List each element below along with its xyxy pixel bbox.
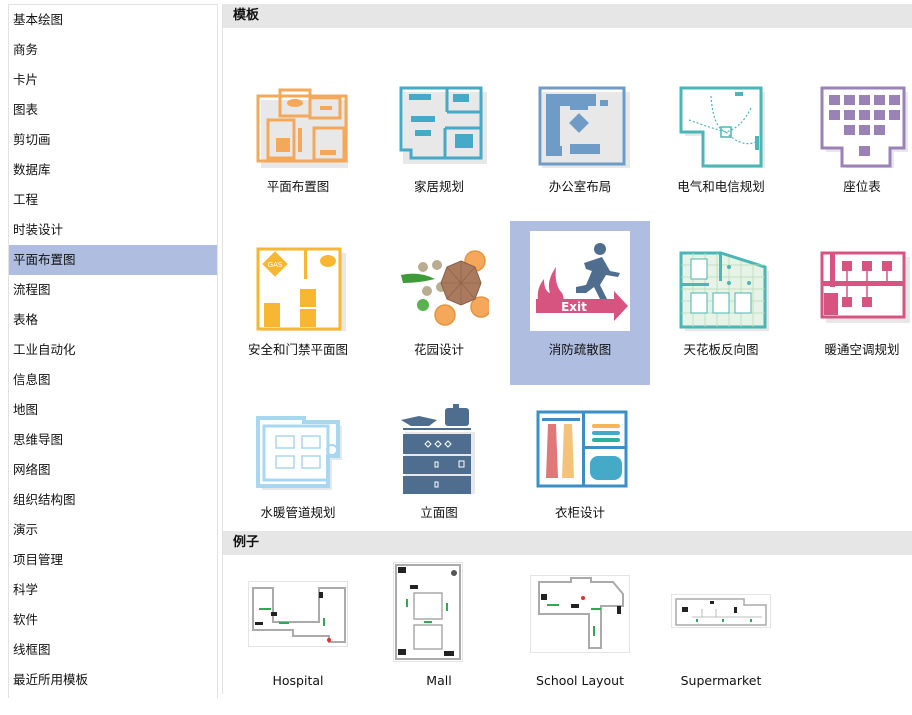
example-label: Mall <box>426 673 452 688</box>
example-school-layout[interactable]: School Layout <box>510 555 650 695</box>
fire-evacuation-icon: Exit <box>530 231 630 331</box>
example-label: School Layout <box>536 673 624 688</box>
sidebar-item-clipart[interactable]: 剪切画 <box>13 132 51 147</box>
sidebar-item-science[interactable]: 科学 <box>13 582 39 597</box>
exit-text: Exit <box>561 300 587 314</box>
elevation-icon <box>389 394 489 494</box>
template-garden-design[interactable]: 花园设计 <box>369 221 509 385</box>
template-security-access[interactable]: GAS 安全和门禁平面图 <box>228 221 368 385</box>
mall-thumbnail <box>393 562 463 662</box>
sidebar-item-fashion-design[interactable]: 时装设计 <box>13 222 64 237</box>
office-layout-icon <box>530 68 630 168</box>
template-label: 暖通空调规划 <box>824 342 900 357</box>
sidebar-item-recent-templates[interactable]: 最近所用模板 <box>13 672 89 687</box>
example-label: Supermarket <box>680 673 762 688</box>
reflected-ceiling-icon <box>671 231 771 331</box>
template-label: 水暖管道规划 <box>260 505 336 520</box>
template-floor-plan[interactable]: 平面布置图 <box>228 58 368 222</box>
wardrobe-design-icon <box>530 394 630 494</box>
template-label: 天花板反向图 <box>683 342 759 357</box>
hvac-plan-icon <box>812 231 912 331</box>
sidebar-item-industrial-automation[interactable]: 工业自动化 <box>13 342 76 357</box>
sidebar-item-map[interactable]: 地图 <box>13 402 39 417</box>
floor-plan-icon <box>248 68 348 168</box>
template-wardrobe-design[interactable]: 衣柜设计 <box>510 384 650 548</box>
sidebar-item-chart[interactable]: 图表 <box>13 102 39 117</box>
sidebar-item-software[interactable]: 软件 <box>13 612 39 627</box>
template-label: 衣柜设计 <box>554 505 605 520</box>
sidebar-item-floor-plan[interactable]: 平面布置图 <box>9 245 217 275</box>
example-label: Hospital <box>272 673 324 688</box>
electrical-plan-icon <box>671 68 771 168</box>
security-access-icon: GAS <box>248 231 348 331</box>
sidebar-item-card[interactable]: 卡片 <box>13 72 39 87</box>
sidebar-item-wireframe[interactable]: 线框图 <box>13 642 51 657</box>
template-fire-evacuation[interactable]: Exit 消防疏散图 <box>510 221 650 385</box>
sidebar-item-network[interactable]: 网络图 <box>13 462 51 477</box>
template-label: 家居规划 <box>413 179 464 194</box>
template-label: 花园设计 <box>413 342 464 357</box>
sidebar-item-mind-map[interactable]: 思维导图 <box>13 432 64 447</box>
plumbing-plan-icon <box>248 394 348 494</box>
template-label: 消防疏散图 <box>548 342 612 357</box>
template-elevation[interactable]: 立面图 <box>369 384 509 548</box>
template-gallery: 模板 <box>222 4 912 694</box>
home-plan-icon <box>389 68 489 168</box>
template-electrical-plan[interactable]: 电气和电信规划 <box>651 58 791 222</box>
category-sidebar: 基本绘图 商务 卡片 图表 剪切画 数据库 工程 时装设计 平面布置图 流程图 … <box>8 4 218 698</box>
template-seating-chart[interactable]: 座位表 <box>792 58 912 222</box>
template-label: 电气和电信规划 <box>677 179 765 194</box>
templates-section-header: 模板 <box>223 4 912 28</box>
template-label: 办公室布局 <box>548 179 612 194</box>
garden-design-icon <box>389 231 489 331</box>
template-label: 安全和门禁平面图 <box>247 342 348 357</box>
example-mall[interactable]: Mall <box>369 555 509 695</box>
templates-grid: 平面布置图 <box>223 28 912 531</box>
template-office-layout[interactable]: 办公室布局 <box>510 58 650 222</box>
example-supermarket[interactable]: Supermarket <box>651 555 791 695</box>
example-hospital[interactable]: Hospital <box>228 555 368 695</box>
school-layout-thumbnail <box>530 575 630 653</box>
sidebar-item-engineering[interactable]: 工程 <box>13 192 39 207</box>
sidebar-item-database[interactable]: 数据库 <box>13 162 51 177</box>
sidebar-item-presentation[interactable]: 演示 <box>13 522 39 537</box>
template-reflected-ceiling[interactable]: 天花板反向图 <box>651 221 791 385</box>
supermarket-thumbnail <box>671 594 771 628</box>
sidebar-item-project-management[interactable]: 项目管理 <box>13 552 64 567</box>
template-label: 平面布置图 <box>266 179 330 194</box>
hospital-thumbnail <box>248 581 348 647</box>
sidebar-item-infographic[interactable]: 信息图 <box>13 372 51 387</box>
sidebar-item-basic-drawing[interactable]: 基本绘图 <box>13 12 64 27</box>
template-label: 座位表 <box>843 179 881 194</box>
examples-section-header: 例子 <box>223 531 912 555</box>
seating-chart-icon <box>812 68 912 168</box>
examples-grid: Hospital Mall <box>223 555 912 715</box>
template-hvac-plan[interactable]: 暖通空调规划 <box>792 221 912 385</box>
sidebar-item-org-chart[interactable]: 组织结构图 <box>13 492 76 507</box>
sidebar-item-business[interactable]: 商务 <box>13 42 39 57</box>
template-home-plan[interactable]: 家居规划 <box>369 58 509 222</box>
template-label: 立面图 <box>420 505 458 520</box>
template-plumbing-plan[interactable]: 水暖管道规划 <box>228 384 368 548</box>
sidebar-item-flowchart[interactable]: 流程图 <box>13 282 51 297</box>
svg-text:GAS: GAS <box>268 261 283 269</box>
sidebar-item-table[interactable]: 表格 <box>13 312 39 327</box>
